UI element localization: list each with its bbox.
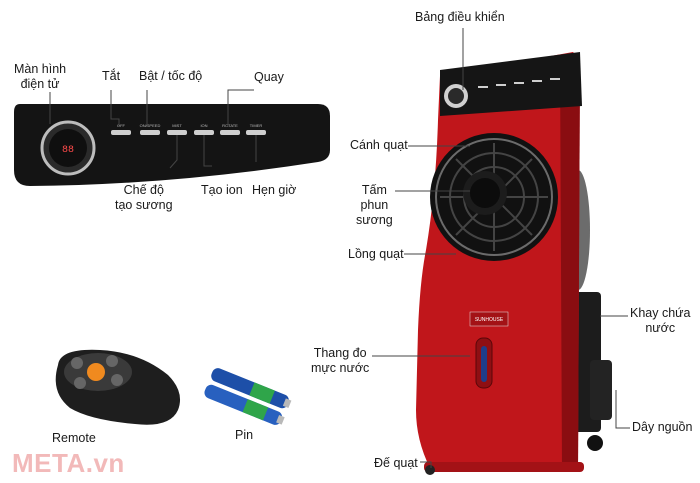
label-water-tank: Khay chứa nước	[630, 306, 691, 335]
label-swing: Quay	[254, 70, 284, 84]
panel-leader-lines	[49, 89, 257, 169]
label-remote: Remote	[52, 431, 96, 445]
label-control-panel: Bảng điều khiển	[415, 10, 505, 24]
label-mist-plate: Tấm phun sương	[356, 183, 393, 227]
panel-btn-on: ON/SPEED	[140, 123, 161, 128]
label-fan-cage: Lồng quạt	[348, 247, 404, 261]
panel-btn-off: OFF	[117, 123, 126, 128]
panel-btn-rotate: ROTATE	[222, 123, 238, 128]
label-screen: Màn hình điện tử	[14, 62, 67, 91]
label-off: Tắt	[102, 69, 121, 83]
label-base: Đế quạt	[374, 456, 418, 470]
label-battery: Pin	[235, 428, 254, 442]
remote-image	[55, 349, 181, 425]
panel-btn-timer: TIMER	[250, 123, 263, 128]
label-blade: Cánh quạt	[350, 138, 408, 152]
control-panel-image: 88 OFF ON/SPEED MIST ION ROTATE TIMER	[14, 104, 330, 186]
brand-label: SUNHOUSE	[475, 317, 504, 323]
label-power-cord: Dây nguồn	[632, 420, 693, 434]
watermark-logo: META.vn	[12, 448, 125, 478]
label-timer: Hẹn giờ	[252, 183, 297, 197]
label-water-gauge: Thang đo mực nước	[311, 346, 370, 375]
panel-btn-mist: MIST	[172, 123, 182, 128]
panel-buttons	[111, 130, 266, 135]
label-mist-mode: Chế độ tạo sương	[115, 183, 173, 212]
fan-image: SUNHOUSE	[416, 52, 612, 475]
battery-image	[204, 368, 292, 425]
label-on-speed: Bật / tốc độ	[139, 69, 203, 83]
fan-leader-lines	[372, 28, 630, 468]
svg-text:88: 88	[62, 145, 74, 156]
panel-btn-ion: ION	[200, 123, 207, 128]
label-ion: Tạo ion	[201, 183, 243, 197]
